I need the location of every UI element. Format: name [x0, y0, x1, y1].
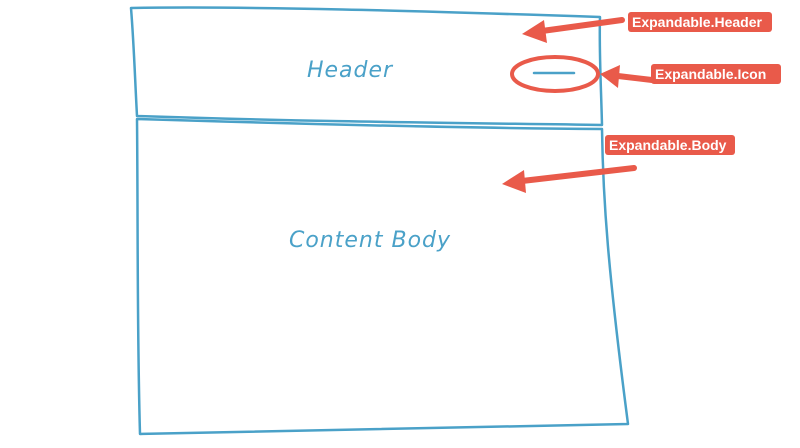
body-box [135, 117, 630, 436]
callout-expandable-body: Expandable.Body [609, 137, 727, 153]
header-label: Header [306, 58, 394, 83]
header-box [129, 6, 604, 127]
callout-expandable-icon: Expandable.Icon [655, 66, 767, 82]
icon-highlight-ellipse [510, 55, 600, 93]
callout-expandable-header: Expandable.Header [632, 14, 762, 30]
callout-header-bg [628, 12, 772, 32]
callout-icon-bg [651, 64, 781, 84]
arrow-to-body [502, 165, 637, 193]
arrow-to-header [522, 17, 625, 43]
content-body-label: Content Body [288, 228, 452, 253]
arrow-to-icon [600, 65, 655, 88]
callout-body-bg [605, 135, 735, 155]
